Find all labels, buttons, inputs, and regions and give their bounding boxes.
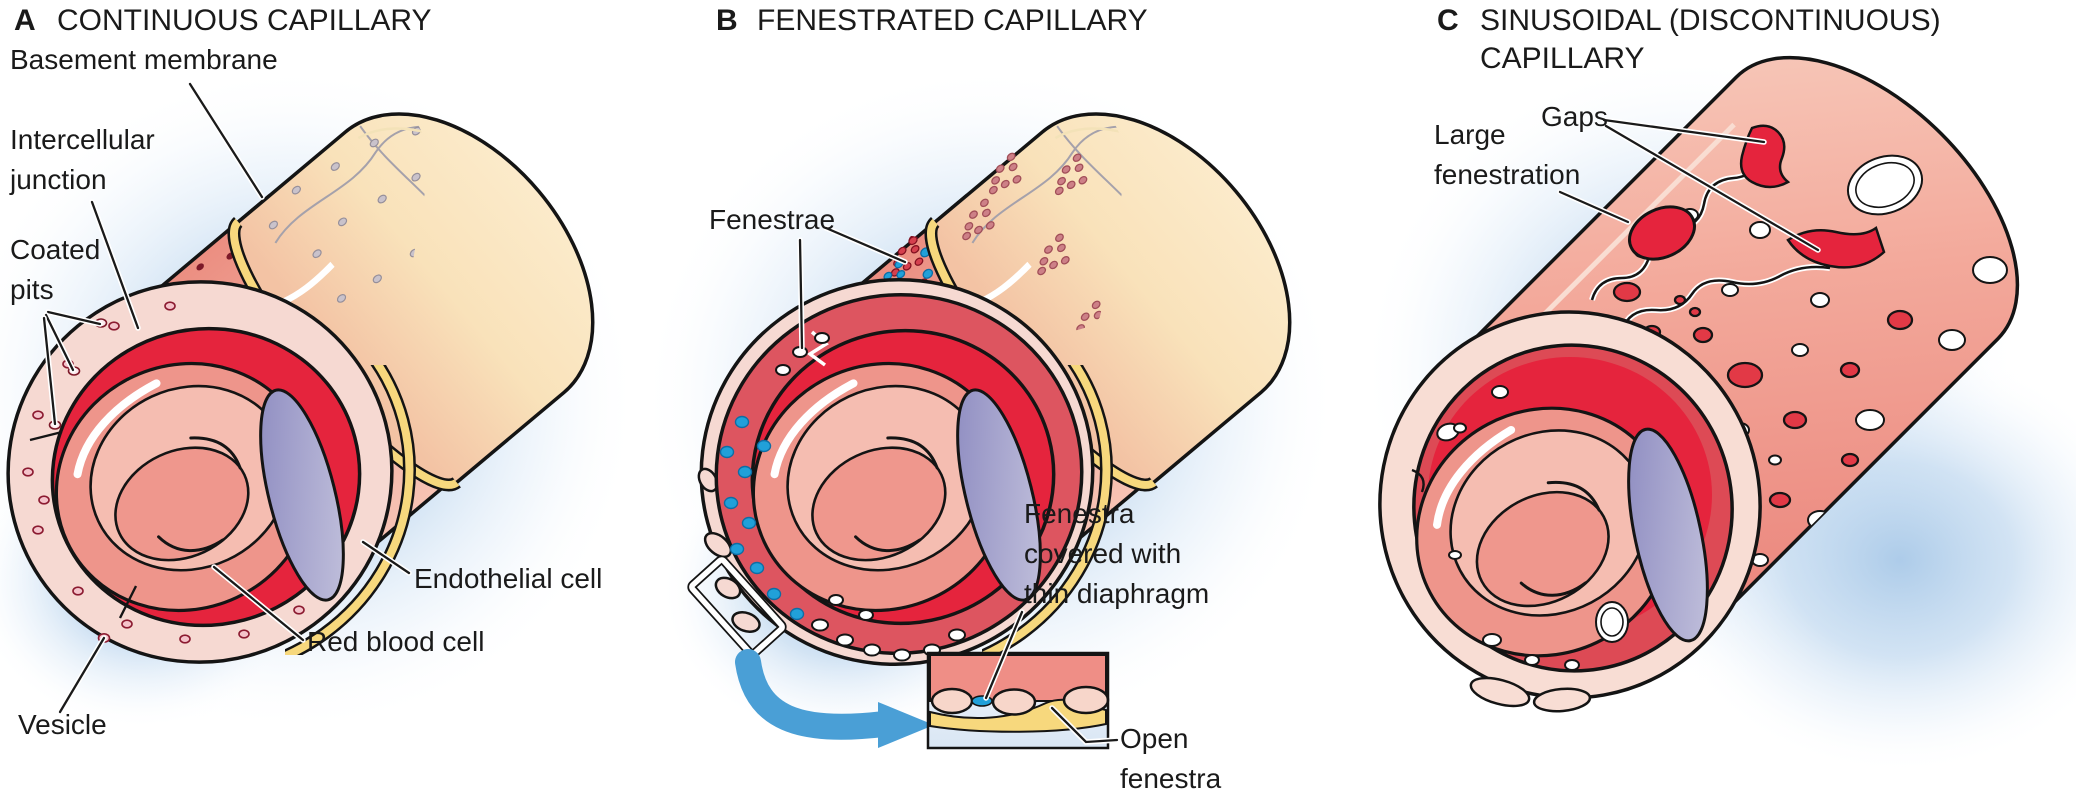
label-intercellular-line1: Intercellular xyxy=(10,124,155,155)
cross-section-b xyxy=(697,277,1095,667)
panel-a-title: CONTINUOUS CAPILLARY xyxy=(57,4,432,37)
label-fenestra-covered-line3: thin diaphragm xyxy=(1024,578,1209,609)
panel-c-sinusoidal: C SINUSOIDAL (DISCONTINUOUS) CAPILLARY L… xyxy=(1349,4,2076,775)
leader-coated-pits-1 xyxy=(46,310,102,326)
leader-coated-pits-2 xyxy=(44,313,75,372)
zoom-region-marker-b xyxy=(687,555,787,659)
label-basement-membrane: Basement membrane xyxy=(10,44,278,75)
label-red-blood-cell: Red blood cell xyxy=(307,626,484,657)
fenestrae-blue-dots-rim-b xyxy=(719,415,805,621)
label-intercellular-line2: junction xyxy=(9,164,107,195)
cross-section-a xyxy=(6,280,394,664)
label-coated-line1: Coated xyxy=(10,234,100,265)
label-large-fenestration-line1: Large xyxy=(1434,119,1506,150)
panel-c-letter: C xyxy=(1437,4,1459,37)
leader-open-fenestra xyxy=(1050,706,1119,744)
panel-a-continuous: A CONTINUOUS CAPILLARY Basement membrane… xyxy=(0,4,640,740)
label-endothelial-cell: Endothelial cell xyxy=(414,563,602,594)
basement-membrane-near-end-b xyxy=(982,365,1113,655)
rim-edge-bumps-c xyxy=(1469,676,1592,713)
leader-intercellular-junction xyxy=(90,200,140,330)
zoom-arrow-b xyxy=(735,649,934,748)
panel-b-title: FENESTRATED CAPILLARY xyxy=(757,4,1148,37)
rim-edge-bumps-b xyxy=(697,467,761,633)
white-fenestra-ovals-rim-b xyxy=(775,332,966,662)
inset-fenestra-bump-3 xyxy=(1062,685,1110,715)
zoom-arrow-head-b xyxy=(878,702,934,748)
vesicle-dots-a xyxy=(22,301,305,644)
gap-patches-c xyxy=(1739,124,1886,269)
panel-b-letter: B xyxy=(716,4,738,37)
label-fenestrae: Fenestrae xyxy=(709,204,835,235)
leader-vesicle xyxy=(58,636,106,714)
leader-fenestrae-2 xyxy=(798,238,804,350)
label-large-fenestration-line2: fenestration xyxy=(1434,159,1580,190)
inset-border-b xyxy=(926,651,1110,750)
large-fenestration-c xyxy=(1628,205,1696,261)
leader-large-fenestration xyxy=(1558,190,1630,224)
label-fenestra-covered-line2: covered with xyxy=(1024,538,1181,569)
leader-coated-pits-3 xyxy=(42,316,57,426)
panel-b-fenestrated: B FENESTRATED CAPILLARY Fenestrae Fenest… xyxy=(640,4,1340,793)
panel-c-title: SINUSOIDAL (DISCONTINUOUS) xyxy=(1480,4,1941,37)
cross-section-c xyxy=(1349,310,1762,713)
leader-endothelial-cell xyxy=(361,540,411,575)
basement-membrane-near-end-a xyxy=(285,365,416,655)
label-open-fenestra-line1: Open xyxy=(1120,723,1189,754)
white-hole-ovals-rim-c xyxy=(1436,385,1629,671)
panel-c-title-line2: CAPILLARY xyxy=(1480,42,1645,75)
label-coated-line2: pits xyxy=(10,274,54,305)
leader-basement-membrane xyxy=(188,82,264,199)
label-gaps: Gaps xyxy=(1541,101,1608,132)
inset-fenestra-bump-1 xyxy=(930,687,974,715)
inset-fenestra-bump-2 xyxy=(991,688,1037,716)
leader-gaps-2 xyxy=(1604,124,1820,252)
label-open-fenestra-line2: fenestra xyxy=(1120,763,1222,793)
leader-fenestra-covered xyxy=(984,610,1024,700)
leader-red-blood-cell xyxy=(212,565,305,642)
panel-a-letter: A xyxy=(14,4,36,37)
label-vesicle: Vesicle xyxy=(18,709,107,740)
leader-gaps-1 xyxy=(1602,118,1766,144)
label-fenestra-covered-line1: Fenestra xyxy=(1024,498,1135,529)
leader-fenestrae-1 xyxy=(824,226,907,264)
